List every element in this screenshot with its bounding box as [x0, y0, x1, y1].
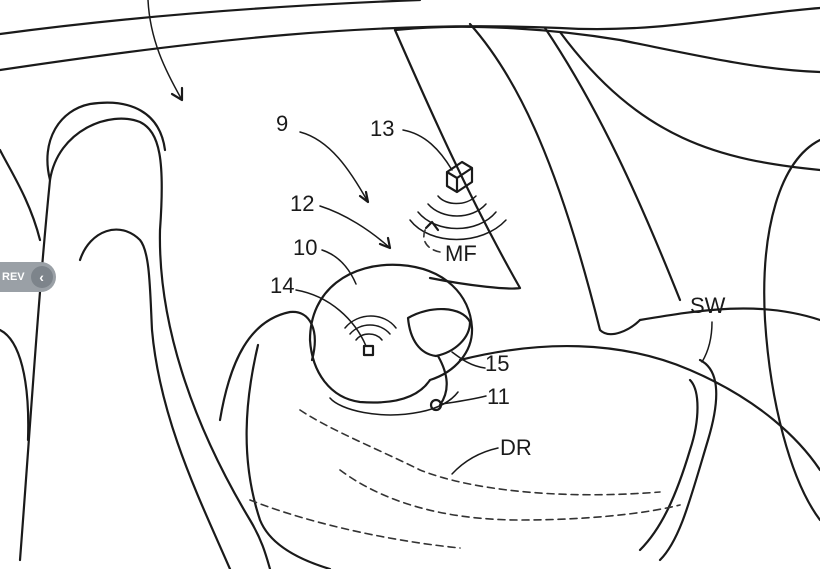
label-12: 12 — [290, 191, 314, 216]
label-dr: DR — [500, 435, 532, 460]
driver-leg-outline — [249, 499, 461, 549]
label-9: 9 — [276, 111, 288, 136]
roof-line — [0, 0, 422, 36]
chevron-left-icon: ‹ — [30, 266, 53, 288]
label-14: 14 — [270, 273, 294, 298]
prev-button[interactable]: REV ‹ — [0, 262, 56, 292]
leader-9 — [299, 131, 369, 203]
arrow-9 — [358, 190, 370, 204]
door-line — [638, 307, 820, 322]
roof-inner-line — [0, 6, 820, 72]
device-13-icon — [445, 160, 474, 194]
arrow-top — [170, 86, 184, 102]
label-mf: MF — [445, 241, 477, 266]
leader-15 — [451, 351, 486, 369]
driver-seat — [218, 310, 316, 422]
leader-11 — [441, 395, 487, 405]
leader-dr — [451, 447, 499, 475]
sensor-14-icon — [362, 344, 375, 357]
arrow-12 — [378, 236, 392, 250]
sensor-14-wave-2 — [349, 324, 391, 335]
a-pillar-inner — [543, 26, 682, 302]
label-10: 10 — [293, 235, 317, 260]
seat-headrest — [46, 101, 167, 182]
driver-body-outline — [299, 409, 661, 496]
windshield-frame — [393, 28, 522, 290]
seat-cushion-edge — [0, 328, 30, 442]
label-15: 15 — [485, 351, 509, 376]
steering-wheel-inner — [638, 378, 699, 552]
seat-back-outer — [18, 117, 272, 569]
label-13: 13 — [370, 116, 394, 141]
label-11: 11 — [487, 384, 510, 409]
device-13-wave-1 — [437, 195, 477, 205]
seat-back-inner — [78, 228, 232, 569]
prev-label: REV — [2, 271, 25, 283]
microphone-11-icon — [429, 398, 443, 412]
steering-wheel-outer — [658, 358, 718, 562]
microphone-boom — [436, 354, 448, 407]
windshield-top — [393, 25, 820, 74]
a-pillar-outer — [468, 22, 642, 336]
seat-side-bolster — [0, 148, 42, 242]
sensor-14-wave-3 — [344, 315, 397, 329]
device-13-wave-3 — [417, 211, 497, 230]
device-13-wave-2 — [427, 203, 487, 217]
leader-12 — [319, 205, 391, 249]
helmet-chin — [329, 391, 459, 416]
leader-14 — [295, 289, 367, 347]
leader-13 — [402, 129, 453, 171]
sensor-14-wave-1 — [355, 333, 383, 341]
driver-arm-outline — [339, 469, 681, 521]
leader-top-arrow — [147, 0, 183, 101]
leader-10 — [321, 249, 357, 285]
device-13-wave-4 — [409, 219, 507, 241]
window-line — [558, 30, 820, 172]
right-door-contour — [763, 138, 820, 522]
label-sw: SW — [690, 293, 726, 318]
helmet-visor — [406, 307, 472, 358]
steering-wheel-leader — [701, 321, 713, 363]
helmet-shell — [308, 263, 474, 404]
driver-seat-back — [245, 343, 332, 569]
mf-arrow — [424, 220, 440, 232]
dashboard — [458, 344, 820, 472]
